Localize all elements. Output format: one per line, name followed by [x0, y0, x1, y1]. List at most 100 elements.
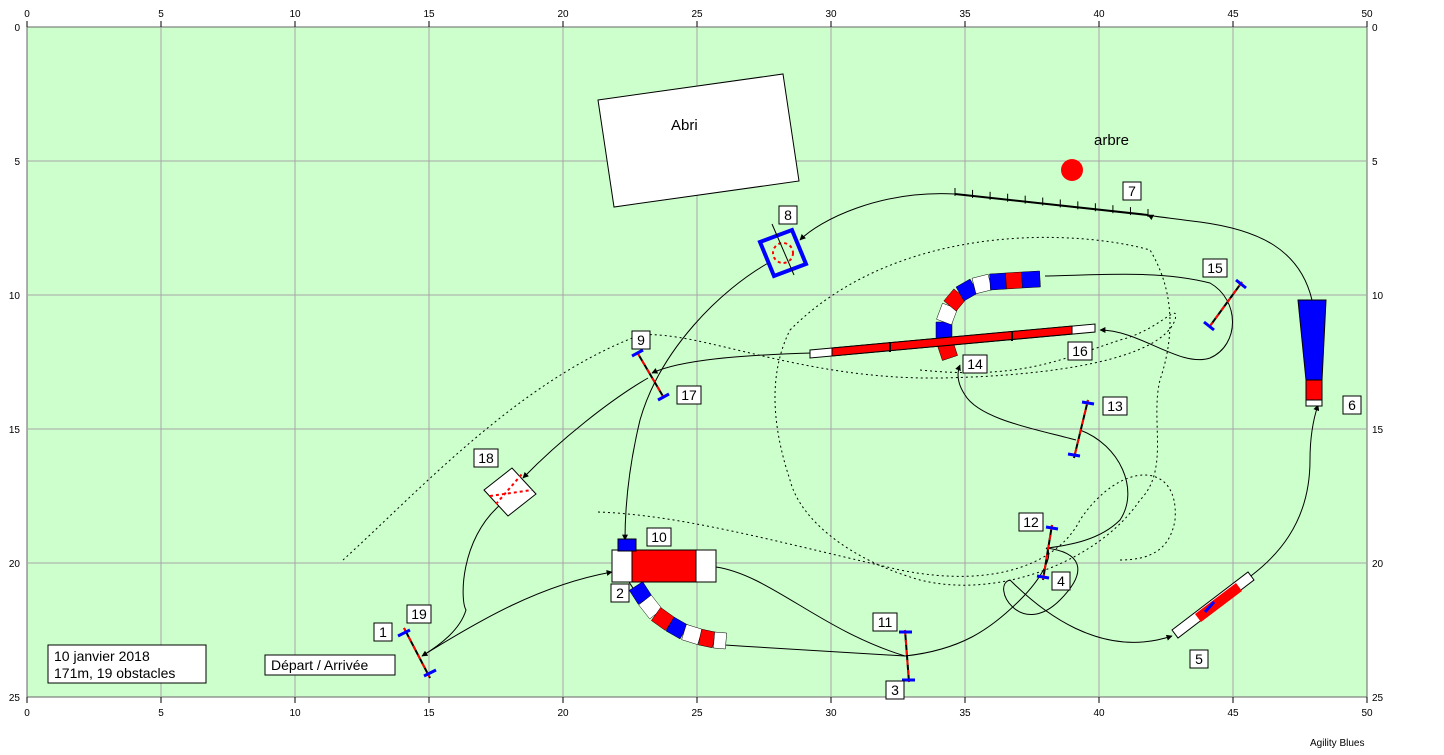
obstacle-number: 16: [1072, 343, 1088, 359]
obstacle-number-box: [1051, 571, 1071, 591]
jump-3: [899, 629, 915, 683]
ruler-tick-top: 15: [423, 9, 435, 20]
ruler-bottom: 0 5 10 15 20 25 30 35 40 45 50: [24, 697, 1373, 719]
jump-4: [1036, 524, 1059, 581]
ruler-tick-right: 20: [1372, 559, 1384, 570]
ruler-tick-left: 10: [9, 291, 21, 302]
tree-marker: [1061, 159, 1083, 181]
obstacle-number: 3: [891, 682, 899, 698]
start-finish-box: [264, 654, 396, 676]
shelter-shape: [597, 73, 800, 208]
obstacle-number: 9: [637, 332, 645, 348]
obstacle-number-box: [1018, 512, 1044, 532]
tire-18: [483, 467, 537, 517]
obstacles: [397, 188, 1327, 683]
obstacle-number-box: [1202, 258, 1228, 278]
obstacle-number: 10: [651, 529, 667, 545]
ruler-tick-bottom: 25: [691, 708, 703, 719]
tunnel-segment: [955, 278, 979, 302]
weaves-7: [954, 188, 1149, 217]
obstacle-number-box: [1122, 181, 1142, 201]
ruler-tick-right: 15: [1372, 425, 1384, 436]
ruler-tick-right: 10: [1372, 291, 1384, 302]
obstacle-number-box: [1189, 649, 1209, 669]
obstacle-number: 15: [1207, 260, 1223, 276]
obstacle-number: 12: [1023, 514, 1039, 530]
tunnel-segment: [698, 628, 716, 649]
ruler-tick-top: 30: [825, 9, 837, 20]
obstacle-number-box: [373, 622, 393, 642]
ruler-tick-left: 25: [9, 693, 21, 704]
ruler-tick-left: 20: [9, 559, 21, 570]
tunnel-segment: [943, 288, 967, 312]
obstacle-number: 8: [784, 207, 792, 223]
dogwalk-16: [809, 323, 1096, 359]
tunnel-segment: [971, 273, 993, 295]
obstacle-number-box: [1342, 395, 1362, 415]
tunnel-2: [628, 581, 727, 650]
obstacle-number: 18: [478, 450, 494, 466]
tunnel-segment: [936, 302, 958, 326]
obstacle-number: 1: [379, 624, 387, 640]
ruler-tick-bottom: 10: [289, 708, 301, 719]
obstacle-number: 19: [411, 606, 427, 622]
ruler-tick-bottom: 50: [1361, 708, 1373, 719]
info-summary: 171m, 19 obstacles: [54, 665, 175, 681]
obstacle-number-box: [885, 680, 905, 700]
ruler-tick-bottom: 5: [158, 708, 164, 719]
obstacle-number: 13: [1107, 398, 1123, 414]
start-finish-label: Départ / Arrivée: [271, 657, 368, 673]
table-8: [757, 223, 809, 279]
obstacle-number-box: [1067, 341, 1093, 361]
jump-9: [631, 348, 670, 402]
ruler-tick-top: 5: [158, 9, 164, 20]
tunnel-segment: [1005, 271, 1023, 290]
obstacle-number: 6: [1348, 397, 1356, 413]
ruler-tick-bottom: 0: [24, 708, 30, 719]
obstacle-number: 5: [1195, 651, 1203, 667]
ruler-tick-top: 20: [557, 9, 569, 20]
jump-15: [1203, 278, 1247, 332]
ruler-tick-top: 25: [691, 9, 703, 20]
obstacle-number-box: [962, 354, 988, 374]
obstacle-number: 7: [1128, 183, 1136, 199]
jump-1: [397, 627, 437, 679]
shelter-label: Abri: [671, 117, 698, 134]
obstacle-number: 11: [878, 614, 893, 630]
ruler-tick-top: 35: [959, 9, 971, 20]
ruler-tick-bottom: 35: [959, 708, 971, 719]
ruler-tick-top: 40: [1093, 9, 1105, 20]
ruler-tick-bottom: 45: [1227, 708, 1239, 719]
obstacle-number-box: [1102, 396, 1128, 416]
obstacle-6: [1297, 299, 1327, 407]
info-box: [47, 644, 207, 684]
obstacle-number: 4: [1057, 573, 1065, 589]
obstacle-number: 14: [967, 356, 983, 372]
tunnel-segment: [989, 272, 1007, 291]
obstacle-number: 17: [681, 387, 697, 403]
ruler-tick-top: 50: [1361, 9, 1373, 20]
obstacle-number: 2: [616, 585, 624, 601]
ruler-tick-left: 15: [9, 425, 21, 436]
info-date: 10 janvier 2018: [54, 648, 150, 664]
obstacle-number-box: [406, 604, 432, 624]
ruler-tick-left: 5: [14, 157, 20, 168]
ruler-tick-bottom: 20: [557, 708, 569, 719]
tree-label: arbre: [1094, 132, 1129, 149]
obstacle-number-box: [872, 612, 898, 632]
ruler-tick-bottom: 40: [1093, 708, 1105, 719]
tunnel-segment: [713, 631, 727, 650]
tunnel-segment: [1021, 270, 1041, 289]
brand-label: Agility Blues: [1310, 738, 1364, 749]
jump-13: [1067, 399, 1095, 459]
obstacle-number-box: [676, 385, 702, 405]
ruler-tick-top: 45: [1227, 9, 1239, 20]
ruler-tick-top: 0: [24, 9, 30, 20]
ruler-tick-bottom: 15: [423, 708, 435, 719]
obstacle-number-box: [631, 330, 651, 350]
ruler-tick-bottom: 30: [825, 708, 837, 719]
